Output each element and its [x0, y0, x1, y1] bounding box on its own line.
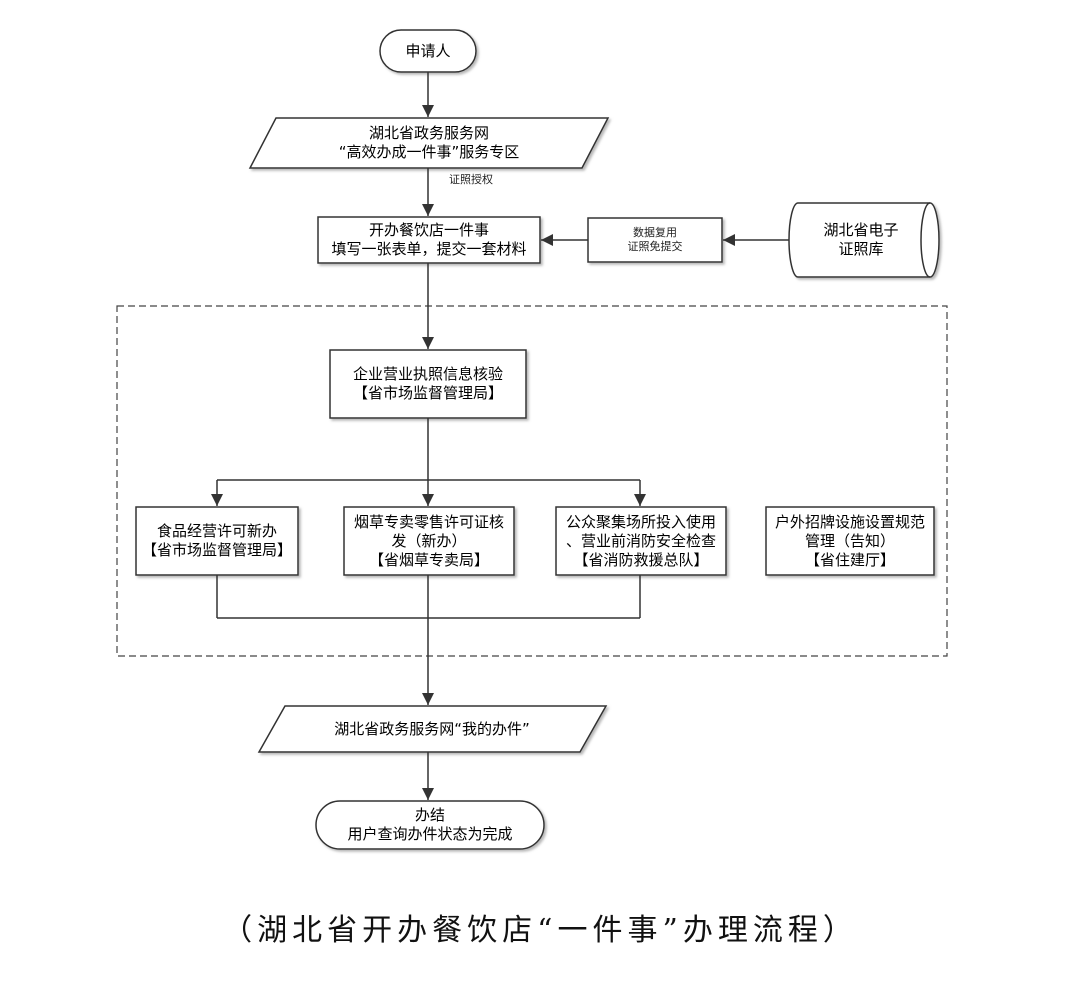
- food-line-2: 【省市场监督管理局】: [141, 541, 292, 559]
- license-db-label: 湖北省电子 证照库: [792, 203, 930, 277]
- portal-label: 湖北省政务服务网 “高效办成一件事”服务专区: [262, 118, 596, 168]
- tobacco-line-1: 烟草专卖零售许可证核: [353, 512, 504, 531]
- food-line-1: 食品经营许可新办: [156, 522, 277, 540]
- fire-label: 公众聚集场所投入使用 、营业前消防安全检查 【省消防救援总队】: [556, 507, 726, 575]
- verify-line-2: 【省市场监督管理局】: [352, 384, 503, 402]
- reuse-line-1: 数据复用: [633, 226, 677, 239]
- reuse-line-2: 证照免提交: [627, 240, 683, 253]
- portal-input-shape: [248, 117, 610, 169]
- auth-edge-label: 证照授权: [436, 172, 506, 188]
- apply-label: 开办餐饮店一件事 填写一张表单，提交一套材料: [318, 217, 540, 263]
- sign-line-3: 【省住建厅】: [804, 550, 895, 569]
- sign-line-2: 管理（告知）: [804, 531, 895, 550]
- auth-text: 证照授权: [449, 173, 493, 186]
- tobacco-label: 烟草专卖零售许可证核 发（新办） 【省烟草专卖局】: [344, 507, 514, 575]
- apply-line-2: 填写一张表单，提交一套材料: [331, 240, 527, 258]
- food-process-shape: [135, 506, 299, 576]
- verify-label: 企业营业执照信息核验 【省市场监督管理局】: [330, 350, 526, 418]
- sign-line-1: 户外招牌设施设置规范: [774, 512, 925, 531]
- finish-line-1: 办结: [414, 806, 445, 824]
- license-database-shape: [788, 202, 940, 278]
- parallel-group-frame: [116, 305, 948, 657]
- fire-line-2: 、营业前消防安全检查: [565, 531, 716, 550]
- apply-process-shape: [317, 216, 541, 264]
- my-affairs-label: 湖北省政务服务网“我的办件”: [270, 706, 594, 752]
- reuse-process-shape: [587, 217, 723, 263]
- verify-process-shape: [329, 349, 527, 419]
- food-label: 食品经营许可新办 【省市场监督管理局】: [136, 507, 298, 575]
- tobacco-line-2: 发（新办）: [391, 531, 467, 550]
- applicant-label: 申请人: [380, 30, 476, 72]
- fire-line-1: 公众聚集场所投入使用: [565, 512, 716, 531]
- apply-line-1: 开办餐饮店一件事: [368, 221, 489, 239]
- reuse-label: 数据复用 证照免提交: [588, 218, 722, 262]
- sign-label: 户外招牌设施设置规范 管理（告知） 【省住建厅】: [766, 507, 934, 575]
- portal-line-2: “高效办成一件事”服务专区: [338, 143, 520, 161]
- finish-line-2: 用户查询办件状态为完成: [347, 825, 513, 843]
- tobacco-process-shape: [343, 506, 515, 576]
- my-affairs-output-shape: [257, 705, 608, 753]
- db-line-2: 证照库: [838, 240, 884, 258]
- portal-line-1: 湖北省政务服务网: [368, 124, 489, 142]
- db-line-1: 湖北省电子: [823, 221, 899, 239]
- sign-process-shape: [765, 506, 935, 576]
- fire-line-3: 【省消防救援总队】: [573, 550, 709, 569]
- fire-process-shape: [555, 506, 727, 576]
- applicant-text: 申请人: [405, 41, 451, 60]
- figure-caption: （湖北省开办餐饮店“一件事”办理流程）: [222, 913, 858, 948]
- finish-terminal-shape: [315, 800, 545, 850]
- tobacco-line-3: 【省烟草专卖局】: [368, 550, 489, 569]
- finish-label: 办结 用户查询办件状态为完成: [316, 801, 544, 849]
- verify-line-1: 企业营业执照信息核验: [352, 365, 503, 383]
- my-affairs-text: 湖北省政务服务网“我的办件”: [334, 719, 530, 738]
